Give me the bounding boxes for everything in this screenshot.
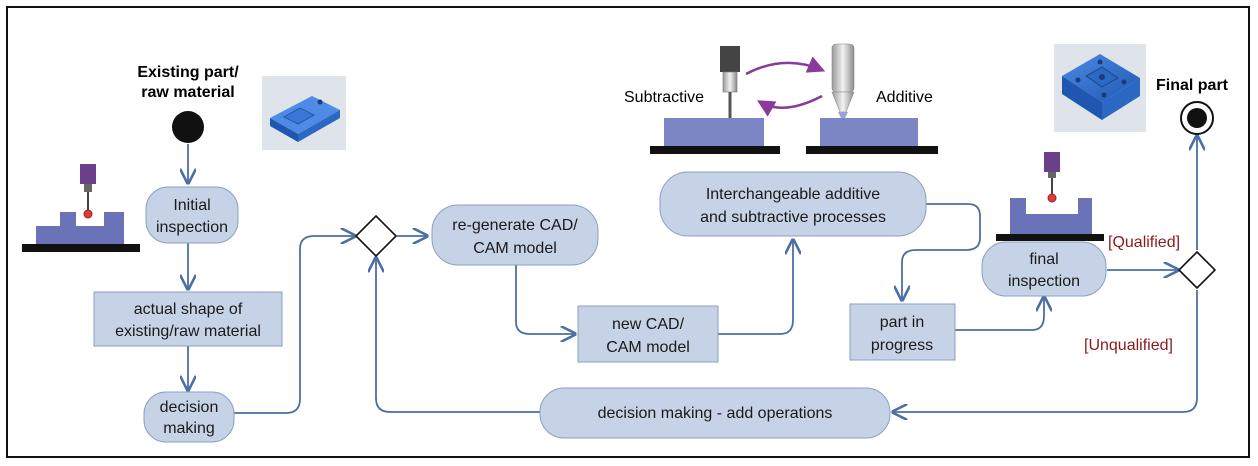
node-regenerate-cad-line1: re-generate CAD/ xyxy=(452,217,578,234)
start-label-line2: raw material xyxy=(141,84,234,101)
node-interchangeable-line1: Interchangeable additive xyxy=(706,186,880,203)
node-interchangeable: Interchangeable additive and subtractive… xyxy=(659,171,927,237)
process-cycle-arrows xyxy=(745,56,826,117)
node-final-inspection-line1: final xyxy=(1029,251,1058,268)
subtractive-machine-icon xyxy=(650,46,780,154)
final-probe-icon xyxy=(996,152,1104,241)
node-part-in-progress: part in progress xyxy=(849,303,956,361)
node-decision-making-line1: decision xyxy=(160,399,219,416)
arrow-progress-to-final xyxy=(955,297,1044,331)
node-decision-add-operations: decision making - add operations xyxy=(539,387,891,439)
raw-part-image xyxy=(262,76,346,150)
start-label-line1: Existing part/ xyxy=(137,64,239,81)
arrow-unqualified-to-addops xyxy=(893,290,1198,412)
guard-qualified: [Qualified] xyxy=(1108,234,1180,251)
node-regenerate-cad: re-generate CAD/ CAM model xyxy=(431,204,599,266)
node-initial-inspection-line2: inspection xyxy=(156,219,228,236)
subtractive-label: Subtractive xyxy=(624,89,704,106)
end-label: Final part xyxy=(1156,77,1229,94)
final-part-image xyxy=(1054,44,1146,132)
end-node-core xyxy=(1187,108,1207,128)
node-interchangeable-line2: and subtractive processes xyxy=(700,209,886,226)
node-new-cad: new CAD/ CAM model xyxy=(577,305,719,363)
arrow-newcad-to-interchangeable xyxy=(718,240,793,335)
arrow-addops-to-diamond xyxy=(376,258,540,413)
arrow-interchangeable-to-progress xyxy=(902,203,981,300)
node-actual-shape: actual shape of existing/raw material xyxy=(93,291,283,347)
initial-probe-icon xyxy=(22,164,140,252)
node-decision-making-line2: making xyxy=(163,420,215,437)
guard-unqualified: [Unqualified] xyxy=(1084,337,1173,354)
node-actual-shape-line1: actual shape of xyxy=(134,301,243,318)
additive-label: Additive xyxy=(876,89,933,106)
node-actual-shape-line2: existing/raw material xyxy=(115,323,261,340)
additive-machine-icon xyxy=(806,43,938,154)
flow-arrows xyxy=(188,136,1197,413)
node-initial-inspection-line1: Initial xyxy=(173,197,210,214)
node-new-cad-line2: CAM model xyxy=(606,339,690,356)
node-initial-inspection: Initial inspection xyxy=(145,186,239,244)
decision-diamond-merge xyxy=(354,214,398,258)
node-regenerate-cad-line2: CAM model xyxy=(473,240,557,257)
diagram-frame xyxy=(6,6,1250,458)
node-new-cad-line1: new CAD/ xyxy=(612,316,685,333)
arrow-regenerate-to-newcad xyxy=(515,265,575,334)
node-part-in-progress-line1: part in xyxy=(880,314,924,331)
node-final-inspection-line2: inspection xyxy=(1008,273,1080,290)
node-decision-add-operations-label: decision making - add operations xyxy=(598,405,833,422)
node-final-inspection: final inspection xyxy=(981,241,1107,297)
node-part-in-progress-line2: progress xyxy=(871,337,933,354)
node-decision-making: decision making xyxy=(143,391,235,443)
start-node xyxy=(172,111,204,143)
arrow-decision-to-diamond xyxy=(232,236,355,414)
decision-diamond-quality xyxy=(1177,250,1217,290)
